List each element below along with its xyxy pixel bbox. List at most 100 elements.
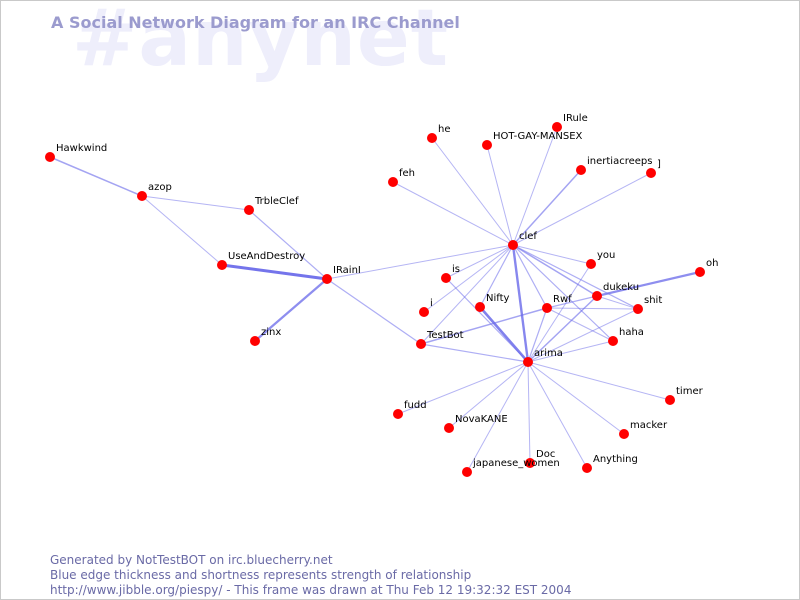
edge-hawkwind-azop (49, 156, 143, 197)
edge-rwf-arima (527, 307, 548, 363)
node-label: arima (534, 348, 563, 359)
footer-legend-note: Blue edge thickness and shortness repres… (50, 568, 472, 582)
node-label: is (452, 264, 460, 275)
edge-haha-arima (527, 340, 614, 363)
edge-arima-timer (527, 361, 671, 401)
node-dot (633, 304, 643, 314)
node-hawkwind: Hawkwind (45, 143, 107, 162)
edge-clef-nifty (479, 244, 514, 308)
edge-clef-you (512, 244, 592, 265)
node-dot (137, 191, 147, 201)
node-dot (475, 302, 485, 312)
node-dot (525, 458, 535, 468)
edge-rwf-testbot (420, 307, 548, 345)
node-layer: Hawkwind azopTrbleClefUseAndDestroyIRainI… (45, 113, 718, 477)
node-dot (552, 122, 562, 132)
node-dot (250, 336, 260, 346)
node-doc: Doc (525, 449, 555, 468)
node-arima: arima (523, 348, 563, 367)
edge-clef-arima (511, 243, 530, 364)
node-feh: feh (388, 168, 415, 187)
node-anything: Anything (582, 454, 638, 473)
node-dot (393, 409, 403, 419)
node-dot (665, 395, 675, 405)
node-hot-gay-mansex: HOT-GAY-MANSEX (482, 131, 583, 150)
edge-useanddestroy-iraini (220, 263, 329, 281)
node-dot (419, 307, 429, 317)
node-label: clef (519, 231, 537, 242)
edge-testbot-arima (420, 343, 529, 363)
node-oh: oh (695, 258, 718, 277)
node-dot (508, 240, 518, 250)
edge-iraini-testbot (326, 278, 422, 345)
node-label: Rwf (553, 294, 572, 305)
node-label: Anything (593, 454, 638, 465)
node-label: ] (657, 159, 661, 170)
node-label: fudd (404, 400, 427, 411)
node-azop: azop (137, 182, 172, 201)
node-dot (388, 177, 398, 187)
edge-clef-rwf (512, 244, 548, 309)
edge-arima-fudd (397, 361, 529, 415)
edge-rwf-shit (546, 307, 639, 310)
node-dot (523, 357, 533, 367)
node-dot (244, 205, 254, 215)
node-irule: IRule (552, 113, 588, 132)
node-dot (542, 303, 552, 313)
node-label: i (430, 298, 433, 309)
node-dot (646, 168, 656, 178)
node-label: Doc (536, 449, 555, 460)
edge-clef-dukeku (512, 244, 598, 297)
node-label: NovaKANE (455, 414, 508, 425)
edge-arima-novakane (448, 361, 529, 429)
node-fudd: fudd (393, 400, 427, 419)
node-dukeku: dukeku (592, 282, 639, 301)
node-you: you (586, 250, 615, 269)
node-label: IRainI (333, 265, 361, 276)
node-label: IRule (563, 113, 588, 124)
node-dot (582, 463, 592, 473)
node-rwf: Rwf (542, 294, 572, 313)
edge-iraini-clef (326, 244, 514, 280)
node-dot (45, 152, 55, 162)
node-label: UseAndDestroy (228, 251, 305, 262)
node-trbleclef: TrbleClef (244, 196, 299, 215)
node-dot (217, 260, 227, 270)
footer: Generated by NotTestBOT on irc.bluecherr… (50, 553, 571, 598)
edge-clef-bracket (512, 172, 652, 246)
edge-rwf-haha (546, 307, 614, 342)
edge-clef-inertiacreeps (512, 169, 582, 246)
edge-arima-anything (527, 361, 588, 469)
node-testbot: TestBot (416, 330, 464, 349)
footer-source-timestamp: http://www.jibble.org/piespy/ - This fra… (50, 583, 572, 597)
node-label: TrbleClef (254, 196, 299, 207)
node-japanese-women: japanese_women (462, 458, 560, 477)
node-dot (592, 291, 602, 301)
node-shit: shit (633, 295, 662, 314)
node-useanddestroy: UseAndDestroy (217, 251, 305, 270)
edge-clef-is (445, 244, 514, 279)
node-label: he (438, 124, 451, 135)
node-dot (576, 165, 586, 175)
node-label: Hawkwind (56, 143, 107, 154)
node-label: azop (148, 182, 172, 193)
edge-trbleclef-iraini (248, 209, 328, 280)
node-label: HOT-GAY-MANSEX (493, 131, 583, 142)
edge-clef-he (431, 137, 514, 246)
node-macker: macker (619, 420, 668, 439)
node-dot (416, 339, 426, 349)
edge-arima-macker (527, 361, 625, 435)
node-dot (608, 336, 618, 346)
edge-clef-hot-gay-mansex (486, 144, 514, 246)
edge-clef-i (423, 244, 514, 313)
footer-generated-by: Generated by NotTestBOT on irc.bluecherr… (50, 553, 333, 567)
edge-is-arima (445, 277, 529, 363)
node-is: is (441, 264, 460, 283)
node-label: zinx (261, 327, 281, 338)
node-label: TestBot (426, 330, 464, 341)
edge-azop-useanddestroy (141, 195, 223, 266)
node-dot (619, 429, 629, 439)
node-label: oh (706, 258, 718, 269)
edge-zinx-iraini (253, 277, 329, 343)
